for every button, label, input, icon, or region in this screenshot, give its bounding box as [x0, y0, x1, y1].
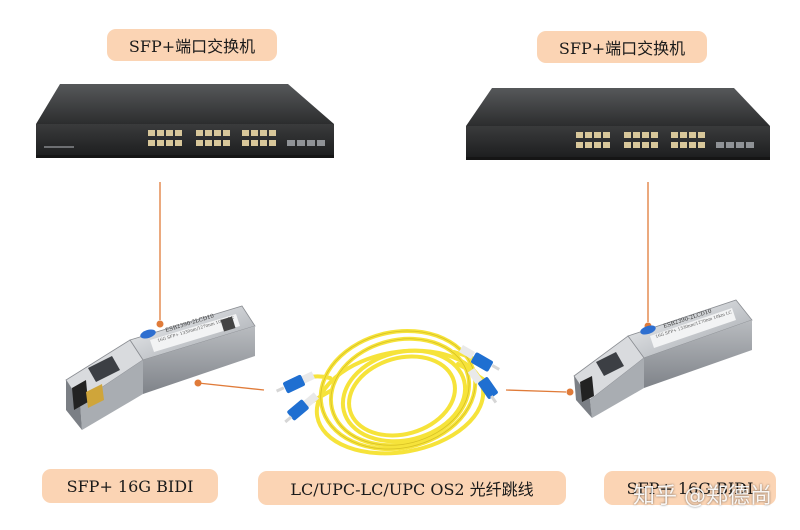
label-switch-right: SFP+端口交换机: [537, 31, 707, 63]
arrow-left-module-to-cable: [194, 379, 265, 391]
lc-connectors-right: [458, 345, 500, 404]
arrow-right-cable-to-module: [505, 388, 574, 396]
watermark: 知乎 @郑德尚: [633, 484, 772, 509]
module-left-logo: [140, 329, 156, 339]
lc-connectors-left: [275, 371, 319, 424]
arrow-right-switch-to-module: [644, 182, 652, 330]
module-right-logo: [640, 325, 656, 335]
label-switch-left: SFP+端口交换机: [107, 29, 277, 61]
label-cable: LC/UPC-LC/UPC OS2 光纤跳线: [258, 471, 566, 505]
fiber-patch-cable: [298, 328, 492, 456]
label-module-left: SFP+ 16G BIDI: [42, 469, 218, 503]
switch-left: [36, 84, 334, 158]
arrow-left-switch-to-module: [156, 182, 164, 328]
sfp-module-left: ESB2390-2LCD10 16G SFP+ 1330nm/1270nm 10…: [65, 305, 256, 430]
label-module-right: SFP+ 16G BIDI: [604, 471, 776, 505]
sfp-module-right: ESB2390-2LCD10 16G SFP+ 1330nm/1270nm 10…: [573, 299, 753, 418]
switch-right: [466, 88, 770, 160]
